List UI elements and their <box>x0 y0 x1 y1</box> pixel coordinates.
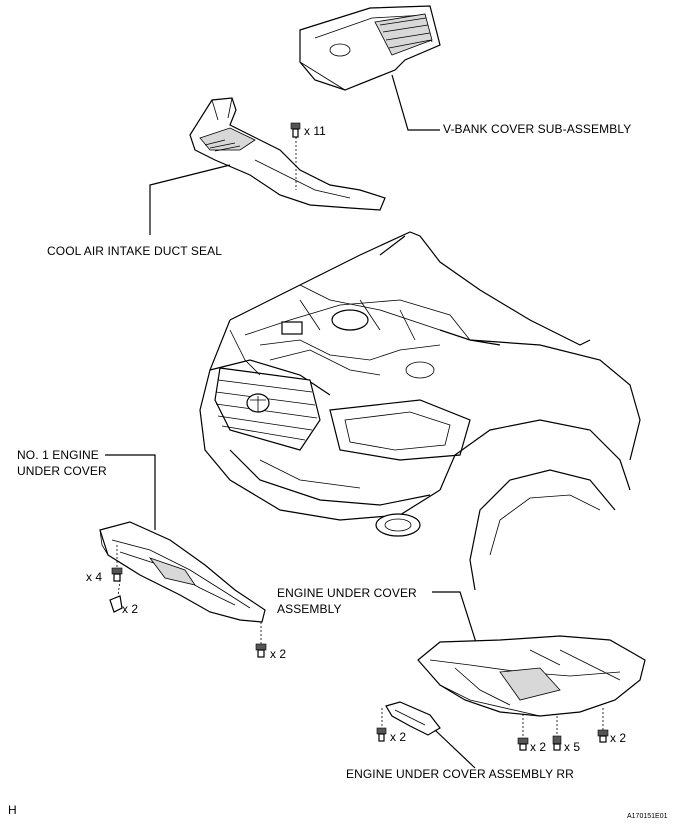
vbank-cover-part <box>299 5 441 91</box>
no1-under-cover-label-line2: UNDER COVER <box>17 464 107 478</box>
asm-bolt-right-x2-icon <box>597 729 609 743</box>
asm-bolt-left-x2-icon <box>517 737 529 751</box>
vbank-leader-line <box>391 74 440 131</box>
asm-clip-x5-icon <box>552 735 562 751</box>
no1-rear-bolt-x2-icon <box>255 643 267 658</box>
cool-air-leader-line <box>149 164 231 235</box>
corner-letter: H <box>8 803 17 817</box>
no1-leader-line <box>105 454 156 530</box>
no1-under-cover-label-line1: NO. 1 ENGINE <box>17 448 99 462</box>
no1-clip-x2-icon <box>109 595 123 613</box>
under-cover-rr-label: ENGINE UNDER COVER ASSEMBLY RR <box>346 767 574 781</box>
under-cover-asm-label-line1: ENGINE UNDER COVER <box>277 586 417 600</box>
asm-bolt-left-qty: x 2 <box>530 740 547 754</box>
bolt-x11-icon <box>290 122 301 138</box>
rr-bolt-x2-icon <box>376 727 387 742</box>
vbank-cover-label: V-BANK COVER SUB-ASSEMBLY <box>443 122 632 136</box>
figure-code: A170151E01 <box>627 813 668 820</box>
asm-clip-qty: x 5 <box>564 740 581 754</box>
under-cover-rr-part <box>385 701 441 736</box>
no1-rear-bolt-qty: x 2 <box>270 647 287 661</box>
bolt-seal-qty: x 11 <box>304 124 326 138</box>
cool-air-seal-label: COOL AIR INTAKE DUCT SEAL <box>47 244 222 258</box>
under-cover-rr-leader-line <box>434 729 476 769</box>
no1-under-cover-part <box>99 521 266 623</box>
rr-bolt-qty: x 2 <box>390 730 407 744</box>
vehicle-drawing <box>199 231 641 591</box>
cool-air-seal-part <box>189 97 386 211</box>
no1-bolt-qty: x 4 <box>86 570 103 584</box>
under-cover-asm-part <box>417 635 646 717</box>
under-cover-asm-label-line2: ASSEMBLY <box>277 602 342 616</box>
under-cover-asm-leader-line <box>432 591 481 656</box>
asm-bolt-right-qty: x 2 <box>610 731 627 745</box>
no1-clip-qty: x 2 <box>122 602 139 616</box>
no1-bolt-x4-icon <box>111 567 123 582</box>
